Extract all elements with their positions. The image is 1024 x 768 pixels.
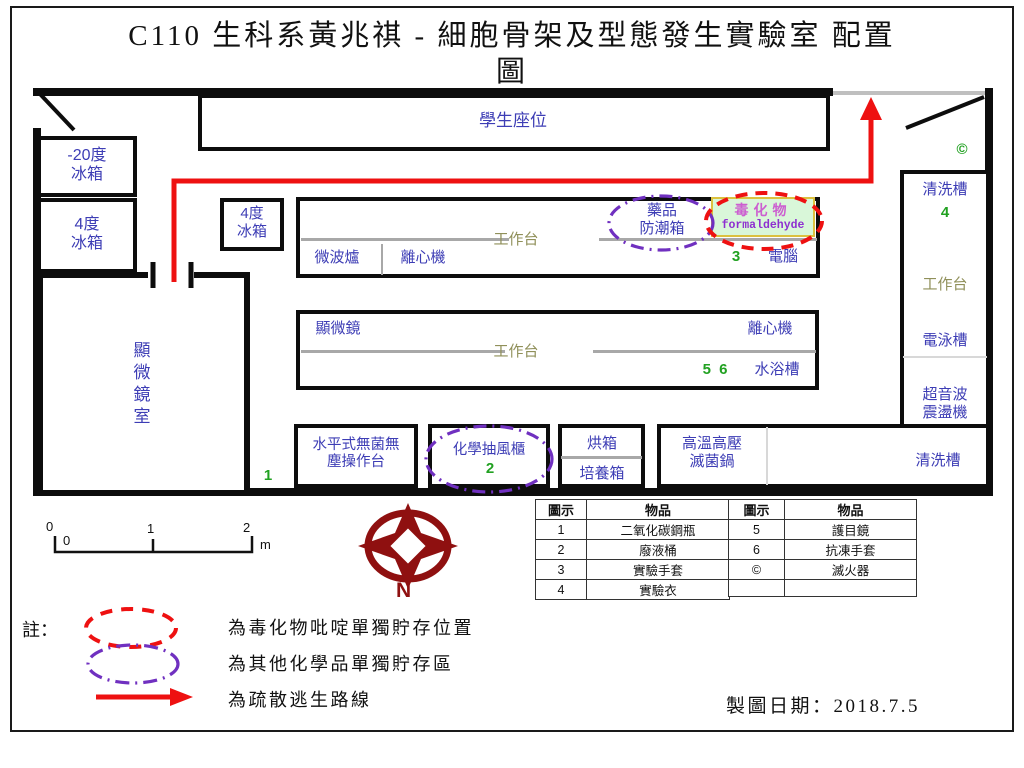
legend-cell: 2 — [535, 539, 587, 560]
legend-header-item: 物品 — [784, 499, 917, 520]
waste-number-label: 2 — [485, 460, 495, 477]
autoclave-label: 高溫高壓 滅菌鍋 — [681, 435, 742, 470]
co2-number-label: 1 — [263, 467, 273, 484]
laminar-hood-label: 水平式無菌無 塵操作台 — [312, 437, 400, 471]
microscope-label: 顯微鏡 — [315, 320, 361, 337]
legend-header-row: 圖示 物品 — [535, 499, 730, 520]
freezer-minus20-box — [37, 136, 137, 197]
bench2-worktable-line-left — [301, 350, 505, 353]
legend-cell: 1 — [535, 519, 587, 540]
oven-label: 烘箱 — [586, 435, 617, 452]
oven-incubator-divider — [561, 456, 642, 459]
north-label: N — [396, 579, 412, 602]
legend-row: ©滅火器 — [728, 559, 917, 580]
note-chemical-storage: 為其他化學品單獨貯存區 — [228, 654, 454, 674]
legend-cell: 抗凍手套 — [784, 539, 917, 560]
scale-unit: m — [260, 537, 271, 552]
legend-cell — [784, 578, 917, 598]
bench1-worktable-label: 工作台 — [493, 231, 539, 248]
incubator-label: 培養箱 — [579, 465, 625, 482]
legend-row — [728, 578, 917, 598]
notes-prefix: 註： — [22, 620, 58, 640]
wall-top — [33, 88, 833, 96]
coat-number-label: 4 — [940, 204, 950, 221]
electrophoresis-label: 電泳槽 — [922, 332, 968, 349]
legend-cell: 5 — [728, 519, 785, 540]
scale-two: 2 — [243, 520, 251, 535]
right-column-box — [900, 170, 990, 428]
scale-one: 1 — [147, 521, 155, 536]
fridge-4deg-left-label: 4度 冰箱 — [70, 216, 103, 253]
student-seating-label: 學生座位 — [479, 111, 547, 130]
legend-header-item: 物品 — [586, 499, 730, 520]
bench2-worktable-line-right — [593, 350, 816, 353]
legend-cell: 護目鏡 — [784, 519, 917, 540]
microwave-label: 微波爐 — [314, 249, 360, 266]
legend-cell: 二氧化碳鋼瓶 — [586, 519, 730, 540]
scale-zero-upper: 0 — [46, 519, 54, 534]
formaldehyde-label: formaldehyde — [721, 219, 805, 232]
right-column-divider — [903, 356, 987, 358]
fire-extinguisher-icon: © — [956, 141, 968, 158]
glove-number-label: 3 — [731, 248, 741, 265]
bench1-divider — [381, 244, 383, 275]
fridge-4deg-left-box — [37, 198, 137, 273]
bench1-worktable-line-right — [599, 238, 817, 241]
freezer-minus20-label: -20度 冰箱 — [67, 147, 107, 184]
toxic-substance-box: 毒化物 formaldehyde — [711, 197, 815, 237]
microscope-room — [37, 272, 250, 496]
autoclave-sink-box — [657, 424, 990, 488]
legend-cell: 滅火器 — [784, 559, 917, 580]
legend-cell: 3 — [535, 559, 587, 580]
microscope-room-label: 顯 微 鏡 室 — [133, 341, 151, 427]
fume-hood-label: 化學抽風櫃 — [452, 442, 526, 458]
legend-cell — [728, 578, 785, 598]
scale-zero-lower: 0 — [63, 533, 71, 548]
laminar-hood-box — [294, 424, 418, 488]
legend-cell: 實驗手套 — [586, 559, 730, 580]
autoclave-sink-divider — [766, 427, 768, 485]
page-title-line1: C110 生科系黃兆祺 - 細胞骨架及型態發生實驗室 配置 — [128, 20, 896, 52]
desiccator-label: 藥品 防潮箱 — [639, 202, 685, 237]
legend-cell: 6 — [728, 539, 785, 560]
water-bath-label: 水浴槽 — [754, 361, 800, 378]
legend-cell: © — [728, 559, 785, 580]
note-escape-route: 為疏散逃生路線 — [228, 690, 372, 710]
computer-label: 電腦 — [767, 248, 798, 265]
bench2-centrifuge-label: 離心機 — [747, 320, 793, 337]
note-toxic-storage: 為毒化物吡啶單獨貯存位置 — [228, 618, 474, 638]
toxic-substance-label: 毒化物 — [734, 202, 792, 218]
legend-header-icon: 圖示 — [728, 499, 785, 520]
legend-cell: 實驗衣 — [586, 579, 730, 600]
legend-header-row: 圖示 物品 — [728, 499, 917, 520]
legend-cell: 廢液桶 — [586, 539, 730, 560]
fridge-4deg-mid-label: 4度 冰箱 — [236, 205, 267, 240]
right-worktable-label: 工作台 — [922, 276, 968, 293]
bench1-centrifuge-label: 離心機 — [400, 249, 446, 266]
goggles-gloves-numbers: 5 6 — [702, 361, 730, 378]
legend-header-icon: 圖示 — [535, 499, 587, 520]
sonicator-label: 超音波 震盪機 — [922, 386, 968, 421]
legend-cell: 4 — [535, 579, 587, 600]
page-title-line2: 圖 — [495, 56, 528, 88]
bench2-worktable-label: 工作台 — [493, 343, 539, 360]
drawing-date: 製圖日期：2018.7.5 — [726, 696, 921, 717]
bottom-sink-label: 清洗槽 — [915, 452, 961, 469]
right-sink-label: 清洗槽 — [922, 181, 968, 198]
door-opening-top-right — [833, 91, 985, 95]
microscope-room-door-gap — [148, 269, 194, 281]
